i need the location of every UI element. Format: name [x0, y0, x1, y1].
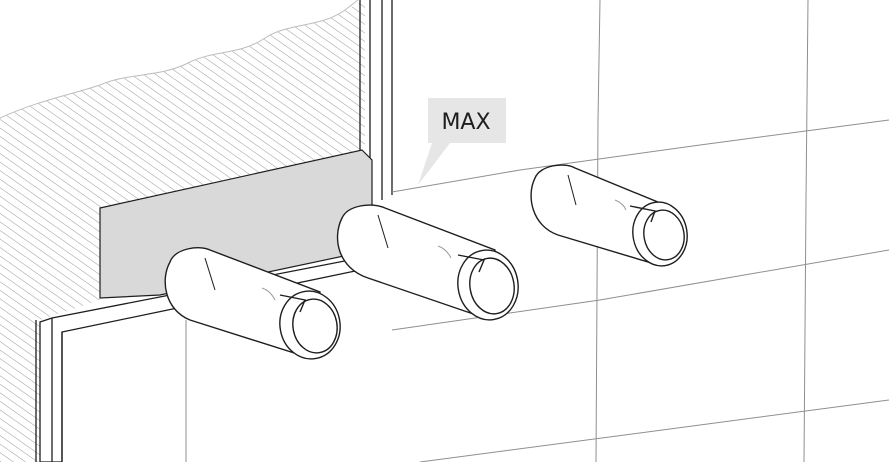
max-label: MAX	[441, 110, 490, 135]
wall-pipe-extension-icon	[530, 164, 688, 267]
wall-pipe-extension-icon	[336, 204, 519, 321]
max-callout: MAX	[418, 98, 506, 185]
callout-pointer-icon	[418, 98, 506, 185]
wall-edge	[359, 0, 393, 200]
tile-grid	[185, 0, 889, 462]
wall-pipe-extension-icon	[164, 247, 341, 360]
masonry-hatch	[0, 0, 365, 462]
